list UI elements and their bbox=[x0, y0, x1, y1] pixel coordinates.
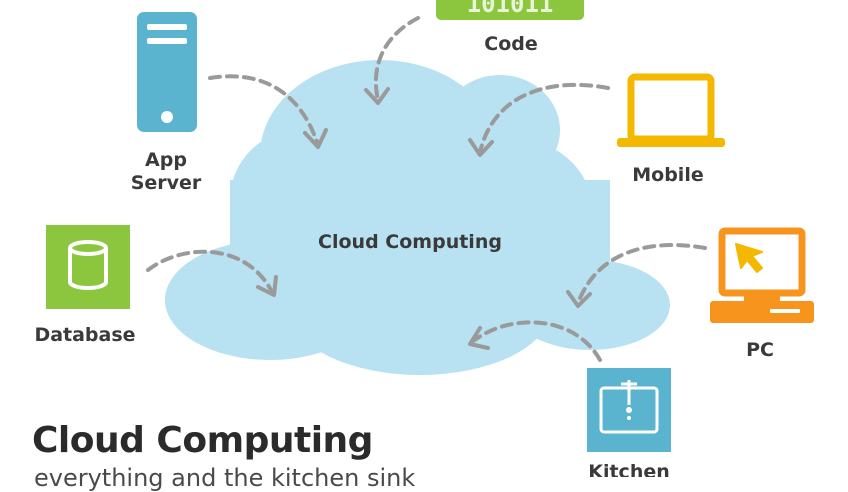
database-label: Database bbox=[34, 324, 135, 346]
arrowhead-pc bbox=[566, 290, 592, 308]
cloud-computing-diagram: Cloud Computing 101011 Code App Server bbox=[34, 0, 814, 483]
arrow-code bbox=[373, 16, 420, 102]
arrowhead-database bbox=[256, 275, 278, 297]
server-icon bbox=[137, 12, 197, 132]
arrow-mobile bbox=[478, 82, 610, 154]
arrow-pc bbox=[576, 243, 707, 305]
code-label: Code bbox=[484, 33, 537, 55]
cloud-shape bbox=[165, 60, 670, 375]
arrow-kitchen bbox=[470, 320, 602, 362]
node-pc: PC bbox=[710, 227, 814, 361]
cursor-arrow-icon bbox=[735, 243, 763, 273]
pc-label: PC bbox=[746, 339, 774, 361]
arrow-app-server bbox=[208, 74, 320, 147]
code-screen-icon bbox=[436, 0, 584, 20]
mobile-label: Mobile bbox=[632, 164, 703, 186]
node-code: 101011 Code bbox=[436, 0, 584, 55]
kitchen-label: Kitchen bbox=[588, 461, 670, 477]
app-server-label-line2: Server bbox=[131, 172, 202, 194]
node-kitchen: Kitchen bbox=[587, 368, 671, 483]
database-icon bbox=[46, 225, 130, 309]
kitchen-sink-icon bbox=[587, 368, 671, 452]
page-subtitle: everything and the kitchen sink bbox=[34, 464, 416, 492]
arrowhead-kitchen bbox=[468, 326, 490, 350]
page-title: Cloud Computing bbox=[32, 420, 373, 461]
code-display-text: 101011 bbox=[467, 0, 554, 18]
node-database: Database bbox=[34, 225, 136, 346]
arrowhead-mobile bbox=[468, 138, 494, 157]
arrowhead-app-server bbox=[303, 128, 328, 149]
arrow-database bbox=[146, 249, 274, 294]
arrowhead-code bbox=[364, 87, 390, 105]
diagram-canvas: Cloud Computing 101011 Code App Server bbox=[34, 0, 814, 483]
arrows bbox=[146, 16, 707, 362]
node-app-server: App Server bbox=[131, 12, 202, 194]
laptop-icon bbox=[617, 73, 725, 147]
app-server-label-line1: App bbox=[145, 149, 187, 171]
node-mobile: Mobile bbox=[617, 73, 725, 186]
pc-monitor-icon bbox=[710, 227, 814, 323]
cloud-center-label: Cloud Computing bbox=[318, 231, 502, 253]
